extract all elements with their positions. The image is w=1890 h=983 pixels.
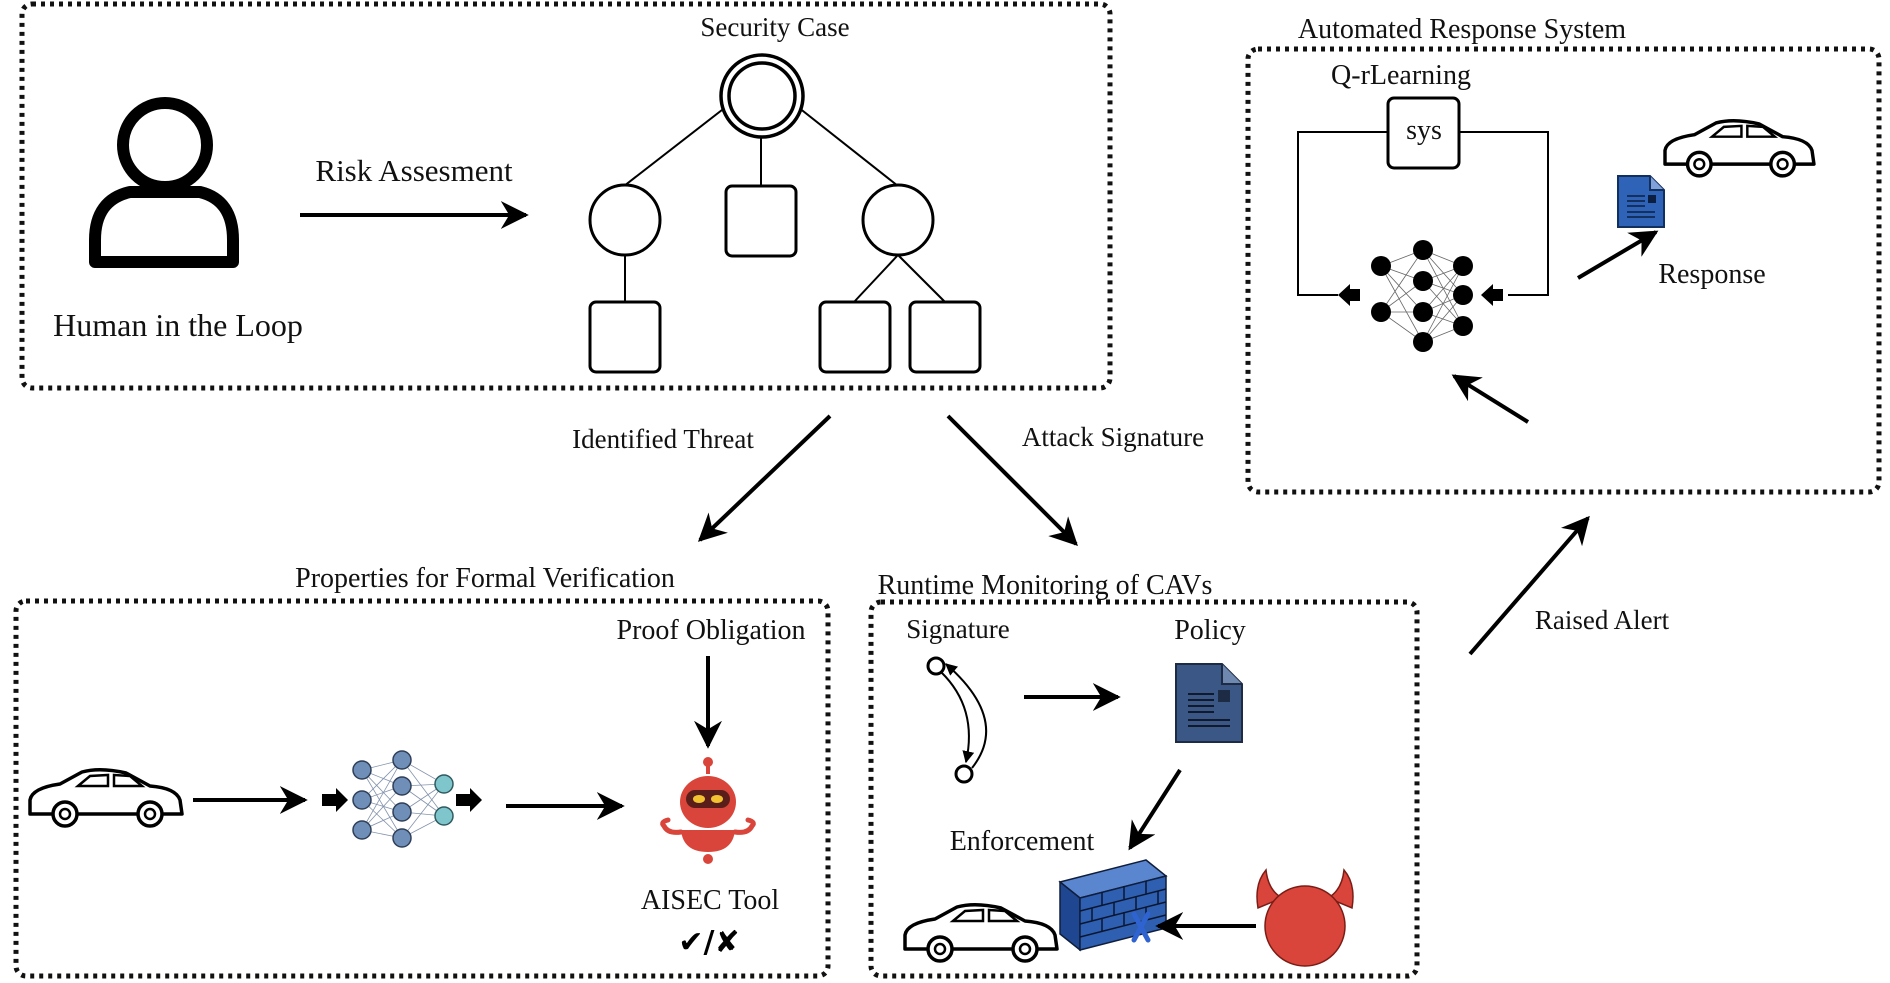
learning-loop-line [1297,131,1387,296]
alert-input-arrow [1451,374,1530,424]
vehicle-icon [28,767,184,828]
firewall-icon [1058,859,1168,952]
evidence-node-1 [588,300,662,374]
security-case-title: Security Case [700,12,849,42]
evidence-node-3 [908,300,982,374]
response-document-icon [1617,175,1665,228]
policy-label: Policy [1174,615,1246,646]
human-icon [89,97,239,268]
goal-node-left [588,183,662,257]
enforcement-label: Enforcement [950,826,1095,857]
sys-label: sys [1406,115,1442,146]
verification-verdict: ✔/✘ [678,925,739,960]
proof-obligation-label: Proof Obligation [617,615,806,646]
attack-signature-label: Attack Signature [1022,422,1204,452]
vehicle-icon [1663,119,1816,178]
response-system-panel: Automated Response System Q-rLearning sy… [1245,14,1882,495]
response-system-title: Automated Response System [1298,14,1626,45]
signature-automaton-icon [926,656,987,784]
runtime-monitoring-border [868,599,1420,979]
q-network-icon [1338,240,1503,352]
policy-document-icon [1175,663,1243,743]
signature-label: Signature [906,614,1009,644]
formal-verification-panel: Properties for Formal Verification Proof… [13,563,831,979]
strategy-node-middle [724,184,798,258]
response-arrow [1576,230,1659,280]
risk-assessment-label: Risk Assesment [315,153,513,188]
evidence-node-2 [818,300,892,374]
security-case-panel: Security Case Human in the Loop Risk Ass… [19,1,1113,391]
sys-node [1386,96,1461,170]
runtime-monitoring-panel: Runtime Monitoring of CAVs Signature Pol… [868,570,1420,979]
vehicle-icon [903,902,1059,963]
response-label: Response [1658,259,1765,290]
formal-verification-border [13,598,831,979]
identified-threat-arrow [697,414,832,542]
security-case-border [19,1,1113,391]
raised-alert-label: Raised Alert [1535,605,1670,635]
aisec-tool-label: AISEC Tool [641,885,780,916]
policy-to-enforcement-arrow [1128,768,1182,851]
q-learning-label: Q-rLearning [1331,60,1471,91]
robot-icon [660,757,756,864]
security-case-tree [588,53,982,374]
response-system-border [1245,46,1882,495]
raised-alert-arrow [1468,515,1590,656]
attack-signature-arrow [946,414,1078,546]
neural-network-icon [322,750,482,848]
human-in-the-loop-label: Human in the Loop [53,307,303,343]
attacker-devil-icon [1256,868,1354,967]
formal-verification-title: Properties for Formal Verification [295,563,675,594]
runtime-monitoring-title: Runtime Monitoring of CAVs [878,570,1213,601]
goal-node-right [861,183,935,257]
identified-threat-label: Identified Threat [572,424,754,454]
